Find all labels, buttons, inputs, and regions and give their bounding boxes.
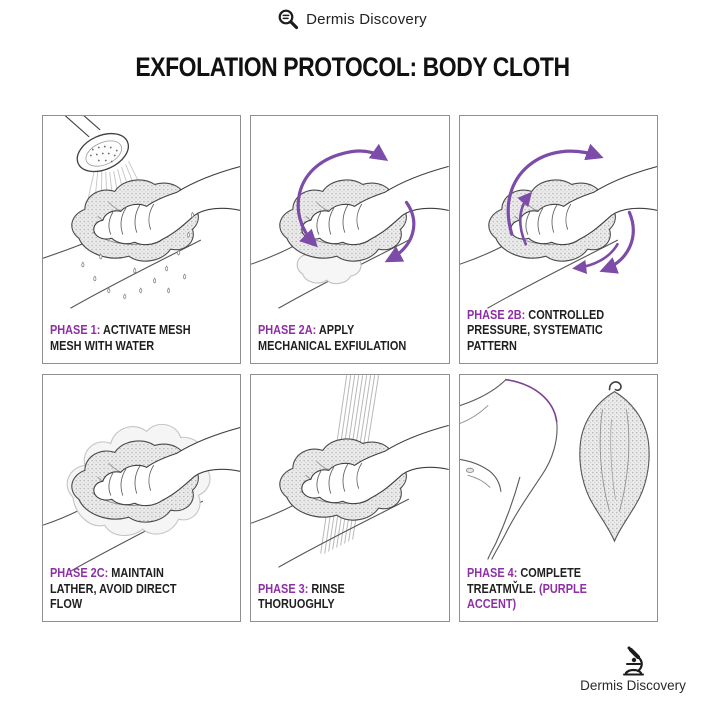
footer-brand-text: Dermis Discovery — [580, 678, 686, 693]
phase-label: PHASE 3: — [258, 580, 309, 596]
header-brand: Dermis Discovery — [0, 8, 704, 30]
shower-head-wetting-cloth-illustration — [43, 116, 241, 309]
brand-text: Dermis Discovery — [306, 10, 427, 28]
panel-phase-2c: PHASE 2C: MAINTAIN LATHER, AVOID DIRECT … — [42, 373, 242, 622]
phase-label: PHASE 1: — [50, 322, 101, 338]
footer-brand: Dermis Discovery — [568, 646, 698, 693]
phase-suffix: (PURPLE ACCENT) — [466, 580, 587, 612]
phase-text: APPLY MECHANICAL EXFIULATION — [258, 322, 407, 353]
page-title: EXFOLATION PROTOCOL: BODY CLOTH — [134, 52, 570, 82]
rinsing-under-water-stream-illustration — [251, 374, 449, 568]
panel-phase-3: PHASE 3: RINSE THORUOGHLY — [250, 373, 450, 622]
microscope-icon — [623, 646, 644, 676]
purple-accent-line — [504, 378, 558, 422]
torso-and-hanging-cloth-illustration — [459, 378, 650, 560]
phase-label: PHASE 2C: — [50, 565, 109, 581]
caption-phase-2b: PHASE 2B: CONTROLLED PRESSURE, SYSTEMATI… — [467, 307, 627, 354]
phase-text: CONTROLLED PRESSURE, SYSTEMATIC PATTERN — [466, 306, 604, 353]
phase-text: MAINTAIN LATHER, AVOID DIRECT FLOW — [50, 565, 177, 612]
caption-phase-4: PHASE 4: COMPLETE TREATMV̌LE. (PURPLE AC… — [467, 565, 627, 612]
panel-phase-4: PHASE 4: COMPLETE TREATMV̌LE. (PURPLE AC… — [458, 373, 658, 622]
panel-phase-2a: PHASE 2A: APPLY MECHANICAL EXFIULATION — [250, 115, 450, 364]
caption-phase-1: PHASE 1: ACTIVATE MESH MESH WITH WATER — [50, 322, 205, 353]
phase-panel-grid: PHASE 1: ACTIVATE MESH MESH WITH WATER — [42, 115, 658, 622]
magnifier-icon — [278, 9, 299, 30]
hand-cloth-with-lather-illustration — [43, 423, 241, 572]
panel-phase-2b: PHASE 2B: CONTROLLED PRESSURE, SYSTEMATI… — [458, 115, 658, 364]
caption-phase-2a: PHASE 2A: APPLY MECHANICAL EXFIULATION — [258, 322, 418, 353]
hand-scrubbing-multiple-arrows-illustration — [459, 143, 657, 309]
phase-text: ACTIVATE MESH MESH WITH WATER — [50, 322, 191, 353]
hand-scrubbing-circular-arrows-illustration — [251, 143, 449, 309]
phase-text: COMPLETE TREATMV̌LE. — [466, 565, 581, 596]
phase-label: PHASE 2A: — [258, 322, 317, 338]
caption-phase-3: PHASE 3: RINSE THORUOGHLY — [258, 581, 384, 612]
panel-phase-1: PHASE 1: ACTIVATE MESH MESH WITH WATER — [42, 115, 242, 364]
caption-phase-2c: PHASE 2C: MAINTAIN LATHER, AVOID DIRECT … — [50, 565, 210, 612]
phase-text: RINSE THORUOGHLY — [258, 580, 346, 612]
phase-label: PHASE 2B: — [466, 306, 525, 322]
phase-label: PHASE 4: — [466, 565, 518, 581]
